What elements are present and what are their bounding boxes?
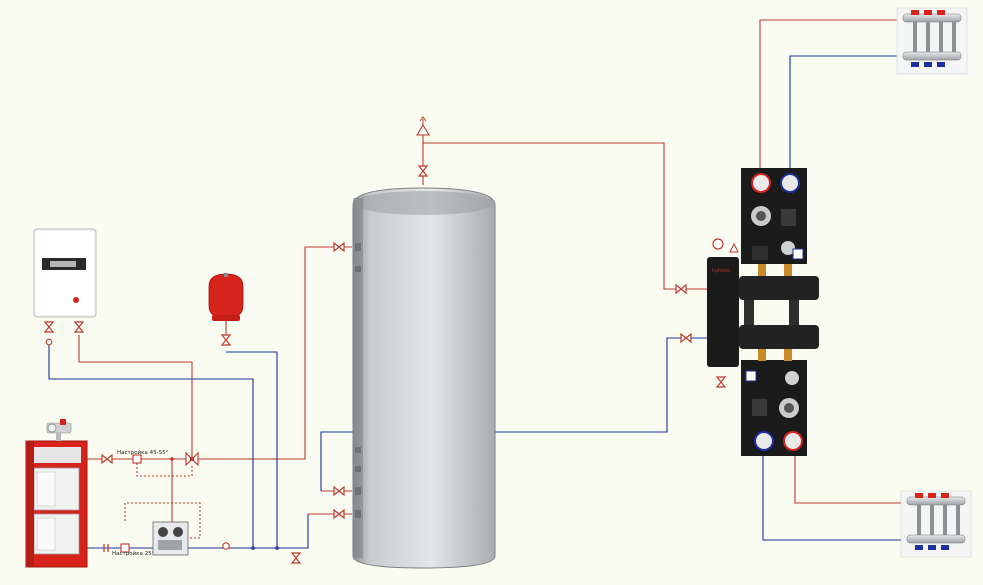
thermo-head-icon — [132, 454, 142, 464]
pressure-gauge-icon — [712, 238, 724, 250]
manifold-lower — [900, 490, 972, 558]
mixing-valve-icon — [185, 451, 199, 467]
check-valve-icon — [222, 542, 230, 550]
thermo-head-icon — [120, 543, 130, 553]
pipe-junctions — [170, 457, 279, 550]
buffer-tank — [352, 187, 496, 569]
pump-module-lower — [741, 349, 807, 456]
separator-fittings — [675, 238, 739, 388]
boiler-line-fittings — [101, 451, 301, 564]
svg-text:hydrolink: hydrolink — [712, 268, 731, 273]
solid-fuel-boiler — [25, 440, 88, 568]
setting-lower-label: Настройка 25° — [112, 550, 155, 557]
air-vent-icon — [729, 242, 739, 253]
hydraulic-separator: hydrolink — [707, 257, 819, 367]
pump-module-upper — [741, 168, 807, 276]
indicator-lamp-icon — [73, 297, 79, 303]
manifold-upper — [896, 7, 968, 75]
thermometer-icon — [783, 431, 803, 451]
setting-upper-label: Настройка 45-55° — [117, 449, 169, 456]
safety-group — [46, 419, 72, 441]
thermometer-icon — [780, 173, 800, 193]
tank-valves — [333, 116, 430, 519]
thermometer-icon — [754, 431, 774, 451]
air-vent-icon — [416, 116, 430, 136]
pump-group — [152, 521, 189, 556]
expansion-vessel — [208, 273, 244, 321]
electric-boiler-valves — [44, 321, 84, 346]
check-valve-icon — [45, 338, 53, 346]
pump-icon — [158, 527, 168, 537]
thermometer-icon — [751, 173, 771, 193]
electric-boiler — [33, 228, 97, 318]
tank-nozzles — [355, 243, 361, 518]
